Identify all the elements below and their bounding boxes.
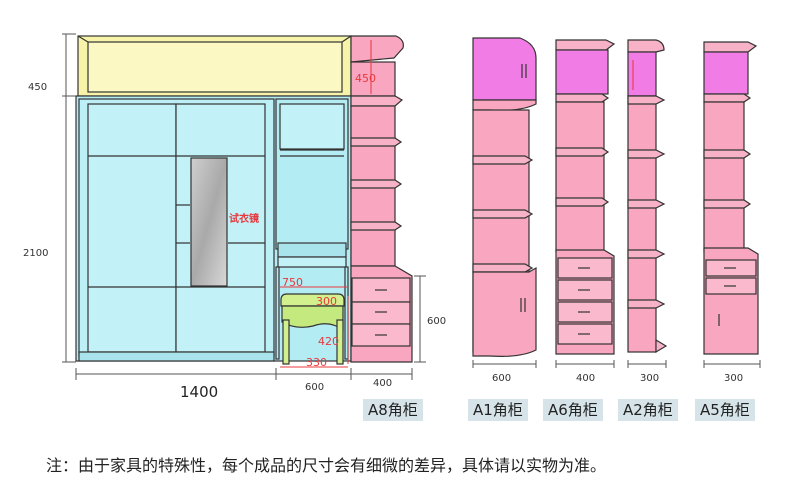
inner-dimension-lines [280, 40, 372, 368]
a5-width-label: 300 [724, 373, 743, 384]
corner-width-label: 400 [373, 378, 392, 389]
cabinet-a6 [555, 39, 616, 355]
corner-cabinet-a8 [350, 35, 413, 363]
cabinet-a1 [472, 37, 537, 357]
vanity-height-label: 750 [282, 276, 303, 289]
cabinet-a2 [627, 39, 668, 354]
left-door [87, 103, 177, 353]
top-height-label: 450 [28, 82, 47, 93]
main-width-label: 1400 [180, 383, 218, 401]
stool-depth-label: 330 [306, 356, 327, 369]
corner-top-label: 450 [355, 72, 376, 85]
label-a8: A8角柜 [363, 399, 423, 421]
stool-height-label: 300 [316, 295, 337, 308]
main-height-label: 2100 [23, 248, 48, 259]
bottom-dimension-lines [75, 275, 426, 380]
side-height-label: 600 [427, 316, 446, 327]
vanity-top [277, 242, 347, 258]
label-a6: A6角柜 [543, 399, 603, 421]
label-a1: A1角柜 [468, 399, 528, 421]
label-a5: A5角柜 [695, 399, 755, 421]
cabinet-a5 [703, 41, 759, 355]
stool [280, 293, 345, 365]
a2-width-label: 300 [640, 373, 659, 384]
a6-width-label: 400 [576, 373, 595, 384]
dresser-width-label: 600 [305, 382, 324, 393]
top-cabinet-panel [87, 41, 343, 93]
label-a2: A2角柜 [618, 399, 678, 421]
vanity-drawer [277, 256, 347, 268]
mirror-label: 试衣镜 [229, 212, 259, 225]
mirror [190, 157, 228, 287]
wardrobe-assembly [75, 35, 413, 368]
disclaimer-note: 注：由于家具的特殊性，每个成品的尺寸会有细微的差异，具体请以实物为准。 [46, 456, 607, 475]
stool-width-label: 420 [318, 335, 339, 348]
a1-width-label: 600 [492, 373, 511, 384]
wardrobe-base [78, 351, 275, 362]
left-dimension-lines [62, 33, 76, 363]
